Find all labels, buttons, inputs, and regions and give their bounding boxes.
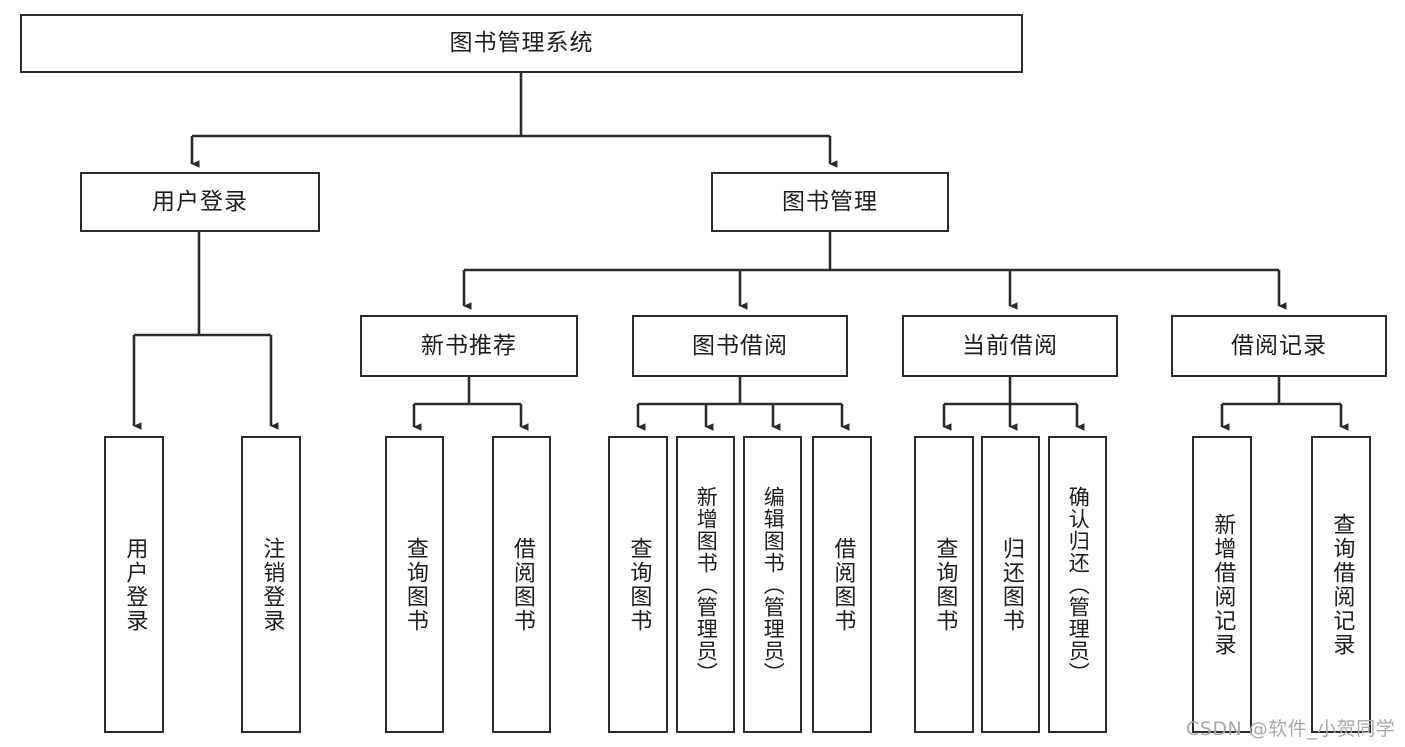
leaf-add-record-label: 新增借阅记录 (1210, 512, 1236, 657)
leaf-add-record[interactable]: 新增借阅记录 (1192, 436, 1252, 733)
leaf-query-book-2-label: 查询图书 (626, 536, 652, 633)
leaf-user-login-label: 用户登录 (122, 536, 148, 633)
leaf-query-book-3[interactable]: 查询图书 (914, 436, 974, 733)
leaf-return-book-label: 归还图书 (998, 536, 1024, 633)
leaf-query-book-1-label: 查询图书 (402, 536, 428, 633)
leaf-return-book[interactable]: 归还图书 (981, 436, 1040, 733)
node-user-login[interactable]: 用户登录 (80, 172, 320, 232)
connectors-user-login (132, 232, 279, 430)
connectors-current-borrow (942, 377, 1085, 431)
node-root[interactable]: 图书管理系统 (20, 14, 1023, 73)
connectors-book-borrow (636, 377, 850, 431)
connectors-book-manage (462, 232, 1287, 310)
leaf-confirm-return[interactable]: 确认归还（管理员） (1048, 436, 1107, 733)
leaf-borrow-book-2-label: 借阅图书 (830, 536, 856, 633)
csdn-watermark: CSDN @软件_小贺同学 (1186, 718, 1396, 740)
leaf-query-record[interactable]: 查询借阅记录 (1311, 436, 1371, 733)
node-new-book-recommend[interactable]: 新书推荐 (360, 315, 578, 377)
leaf-edit-book-label: 编辑图书（管理员） (761, 485, 786, 684)
node-book-borrow-label: 图书借阅 (692, 332, 788, 359)
leaf-logout-login[interactable]: 注销登录 (241, 436, 301, 733)
node-borrow-record-label: 借阅记录 (1231, 332, 1327, 359)
leaf-edit-book[interactable]: 编辑图书（管理员） (743, 436, 802, 733)
leaf-add-book-label: 新增图书（管理员） (694, 485, 719, 684)
leaf-query-book-2[interactable]: 查询图书 (608, 436, 668, 733)
connectors-borrow-record (1220, 377, 1349, 431)
node-book-manage[interactable]: 图书管理 (711, 172, 949, 232)
leaf-borrow-book-1-label: 借阅图书 (509, 536, 535, 633)
node-current-borrow-label: 当前借阅 (962, 332, 1058, 359)
node-book-manage-label: 图书管理 (782, 188, 878, 215)
leaf-user-login[interactable]: 用户登录 (104, 436, 164, 733)
node-root-label: 图书管理系统 (449, 30, 594, 56)
leaf-query-record-label: 查询借阅记录 (1329, 512, 1355, 657)
leaf-confirm-return-label: 确认归还（管理员） (1066, 485, 1091, 684)
leaf-query-book-3-label: 查询图书 (932, 536, 958, 633)
leaf-borrow-book-1[interactable]: 借阅图书 (492, 436, 551, 733)
node-current-borrow[interactable]: 当前借阅 (902, 315, 1118, 377)
node-new-book-recommend-label: 新书推荐 (421, 332, 517, 359)
connectors-root (190, 73, 838, 168)
leaf-query-book-1[interactable]: 查询图书 (385, 436, 444, 733)
node-borrow-record[interactable]: 借阅记录 (1171, 315, 1387, 377)
leaf-borrow-book-2[interactable]: 借阅图书 (812, 436, 872, 733)
node-user-login-label: 用户登录 (152, 188, 248, 215)
leaf-logout-login-label: 注销登录 (259, 536, 285, 633)
leaf-add-book[interactable]: 新增图书（管理员） (676, 436, 735, 733)
connectors-new-book-recommend (412, 377, 529, 431)
node-book-borrow[interactable]: 图书借阅 (632, 315, 848, 377)
